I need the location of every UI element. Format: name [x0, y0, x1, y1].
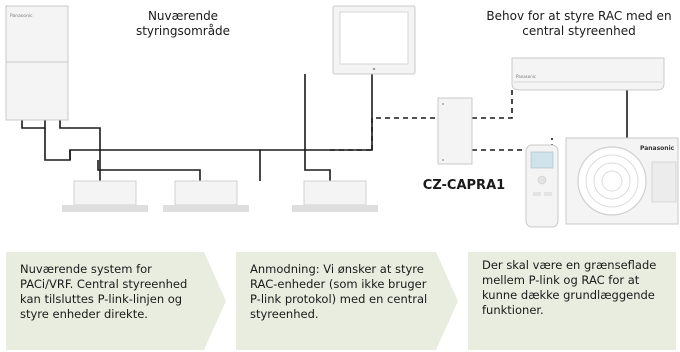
panel-current-system-text: Nuværende system for PACi/VRF. Central s…	[20, 262, 188, 321]
cassette-units	[62, 180, 378, 212]
outdoor-unit: Panasonic	[565, 137, 679, 225]
system-diagram: Panasonic Panasonic	[5, 5, 679, 228]
p-link-lines	[21, 74, 373, 181]
unit-brand-label: Panasonic	[10, 13, 33, 19]
rac-indoor-unit: Panasonic	[511, 57, 665, 91]
central-controller	[332, 5, 416, 75]
adapter-model-label: CZ-CAPRA1	[422, 178, 506, 193]
panel-request: Anmodning: Vi ønsker at styre RAC-enhede…	[236, 252, 458, 350]
cassette-unit-1	[62, 180, 148, 212]
panel-chevron-shape	[236, 252, 458, 350]
panel-interface-need-text: Der skal være en grænseflade mellem P-li…	[482, 258, 657, 317]
adapter-box	[437, 97, 473, 165]
current-control-area-label: Nuværende styringsområde	[135, 9, 231, 38]
p-link-branch-middle	[44, 128, 261, 181]
vertical-indoor-unit: Panasonic	[5, 5, 69, 121]
remote-control	[525, 144, 559, 228]
outdoor-brand-label: Panasonic	[640, 145, 675, 152]
panel-interface-need: Der skal være en grænseflade mellem P-li…	[468, 252, 676, 350]
cassette-unit-2	[163, 180, 249, 212]
rac-brand-label: Panasonic	[516, 74, 536, 79]
panel-chevron-shape	[6, 252, 226, 350]
rac-need-label: Behov for at styre RAC med en central st…	[486, 9, 672, 38]
panel-current-system: Nuværende system for PACi/VRF. Central s…	[6, 252, 226, 350]
rac-links	[330, 88, 553, 151]
cassette-unit-3	[292, 180, 378, 212]
panel-box-shape	[468, 252, 676, 350]
panel-request-text: Anmodning: Vi ønsker at styre RAC-enhede…	[250, 262, 428, 321]
